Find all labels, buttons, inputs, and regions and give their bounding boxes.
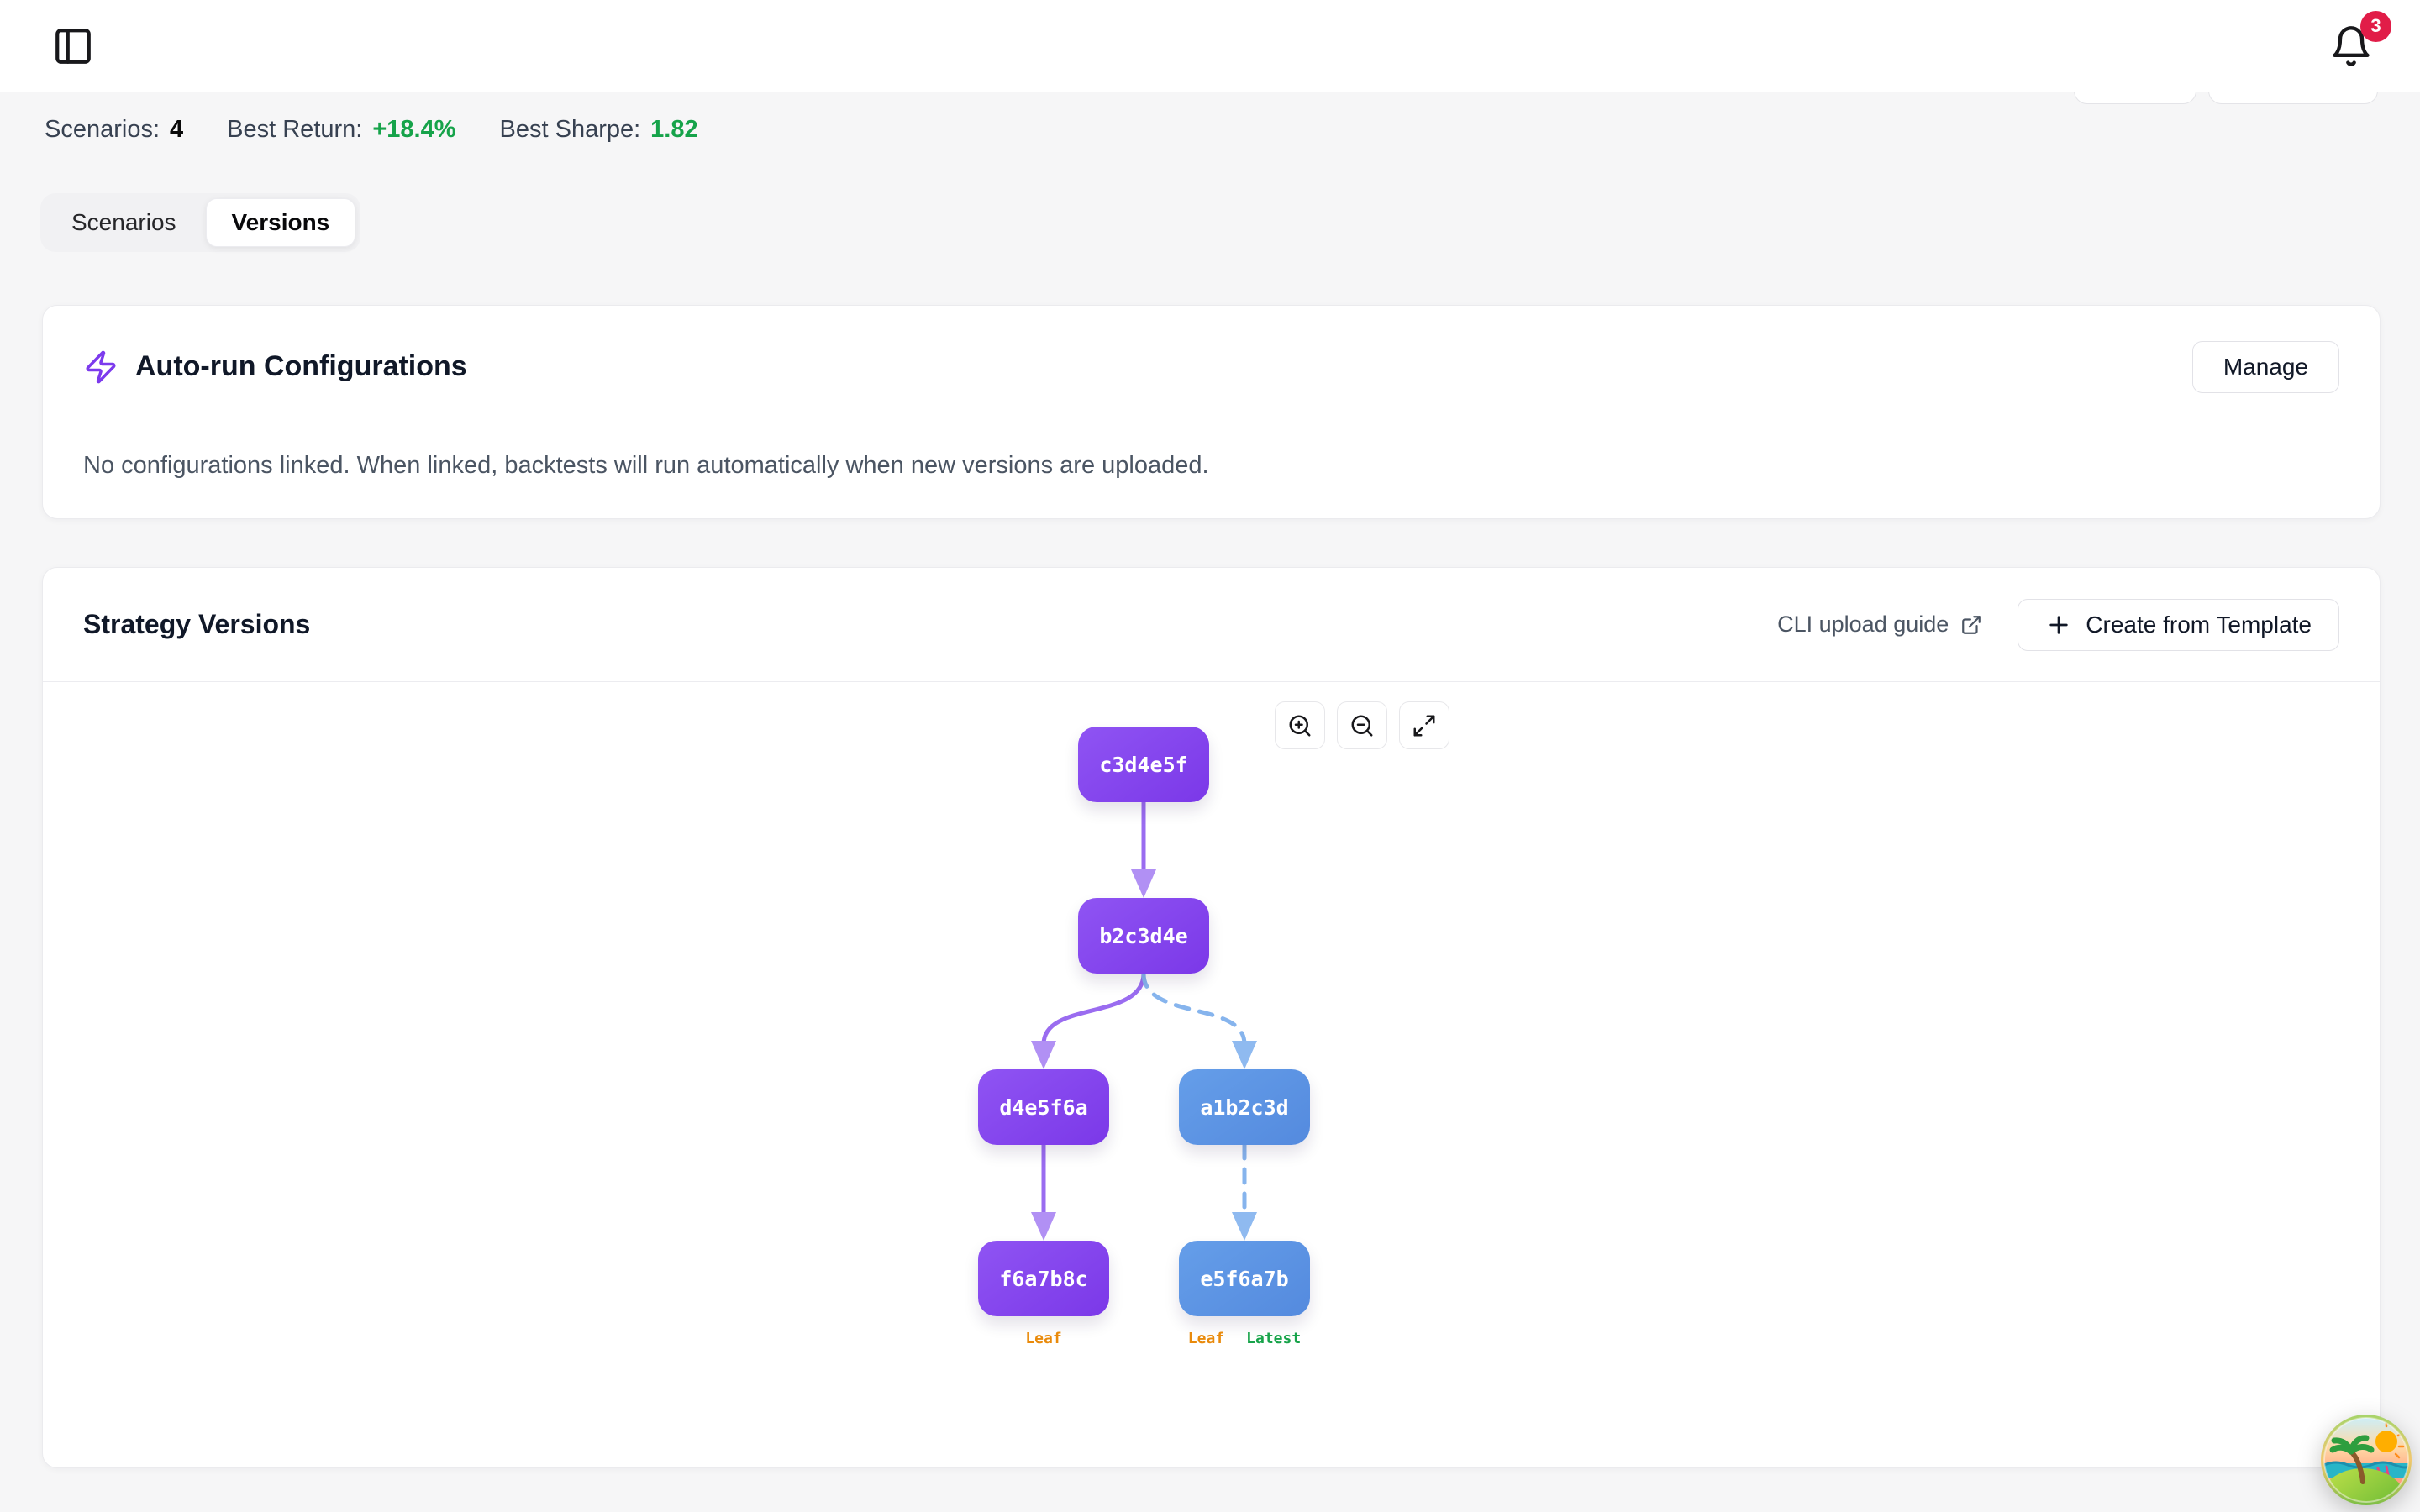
zoom-in-button[interactable] bbox=[1275, 701, 1325, 749]
manage-button[interactable]: Manage bbox=[2191, 340, 2339, 393]
external-link-icon bbox=[1960, 614, 1982, 636]
arrowhead-d4e5f6a-f6a7b8c bbox=[1031, 1212, 1056, 1241]
version-node-e5f6a7b[interactable]: e5f6a7b bbox=[1179, 1241, 1310, 1316]
zoom-in-icon bbox=[1287, 713, 1313, 738]
version-node-b2c3d4e[interactable]: b2c3d4e bbox=[1078, 898, 1209, 974]
scenarios-label: Scenarios: bbox=[45, 116, 160, 143]
island-emoji-button[interactable] bbox=[2317, 1411, 2415, 1509]
expand-button[interactable] bbox=[1399, 701, 1449, 749]
arrowhead-c3d4e5f-b2c3d4e bbox=[1131, 869, 1156, 898]
strategy-versions-card: Strategy Versions CLI upload guide Crea bbox=[42, 567, 2381, 1468]
create-from-template-button[interactable]: Create from Template bbox=[2018, 598, 2339, 651]
latest-badge: Latest bbox=[1246, 1330, 1302, 1347]
version-node-f6a7b8c[interactable]: f6a7b8c bbox=[978, 1241, 1109, 1316]
best-sharpe-stat: Best Sharpe: 1.82 bbox=[500, 116, 698, 144]
node-badges-e5f6a7b: Leaf Latest bbox=[1188, 1330, 1301, 1347]
tab-versions[interactable]: Versions bbox=[205, 198, 356, 247]
panel-left-icon bbox=[52, 25, 94, 67]
plus-icon bbox=[2045, 612, 2072, 638]
bell-icon bbox=[2329, 24, 2373, 68]
edge-b2c3d4e-a1b2c3d bbox=[1141, 971, 1247, 1047]
leaf-badge: Leaf bbox=[1187, 1330, 1225, 1347]
version-node-a1b2c3d[interactable]: a1b2c3d bbox=[1179, 1069, 1310, 1145]
arrowhead-b2c3d4e-d4e5f6a bbox=[1031, 1041, 1056, 1069]
versions-card-title: Strategy Versions bbox=[83, 609, 311, 639]
notifications-button[interactable]: 3 bbox=[2329, 10, 2391, 68]
node-badges-f6a7b8c: Leaf bbox=[1025, 1330, 1061, 1347]
zoom-out-icon bbox=[1349, 713, 1375, 738]
scenarios-value: 4 bbox=[170, 116, 184, 143]
best-return-stat: Best Return: +18.4% bbox=[227, 116, 455, 144]
notification-count-badge: 3 bbox=[2360, 10, 2391, 42]
zap-icon bbox=[83, 349, 118, 385]
version-node-d4e5f6a[interactable]: d4e5f6a bbox=[978, 1069, 1109, 1145]
versions-header-actions: CLI upload guide Create from Template bbox=[1777, 598, 2339, 651]
best-sharpe-value: 1.82 bbox=[650, 116, 698, 143]
sidebar-toggle-button[interactable] bbox=[52, 25, 94, 67]
autorun-card-header: Auto-run Configurations Manage bbox=[43, 306, 2380, 428]
create-from-template-label: Create from Template bbox=[2086, 611, 2312, 638]
summary-stats-row: Scenarios: 4 Best Return: +18.4% Best Sh… bbox=[45, 116, 698, 144]
leaf-badge: Leaf bbox=[1025, 1330, 1062, 1347]
arrowhead-a1b2c3d-e5f6a7b bbox=[1232, 1212, 1257, 1241]
expand-icon bbox=[1412, 713, 1437, 738]
best-return-label: Best Return: bbox=[227, 116, 363, 143]
best-sharpe-label: Best Sharpe: bbox=[499, 116, 641, 143]
autorun-card-title: Auto-run Configurations bbox=[135, 350, 467, 382]
cli-upload-guide-link[interactable]: CLI upload guide bbox=[1777, 612, 1982, 638]
island-emoji bbox=[2317, 1411, 2415, 1509]
edge-b2c3d4e-d4e5f6a bbox=[1041, 971, 1146, 1047]
top-bar: 3 bbox=[0, 0, 2420, 92]
tree-zoom-controls bbox=[1275, 701, 1449, 749]
cli-upload-guide-label: CLI upload guide bbox=[1777, 612, 1949, 637]
scenarios-stat: Scenarios: 4 bbox=[45, 116, 183, 144]
autorun-empty-text: No configurations linked. When linked, b… bbox=[83, 452, 1209, 479]
versions-card-header: Strategy Versions CLI upload guide Crea bbox=[43, 568, 2380, 682]
version-node-c3d4e5f[interactable]: c3d4e5f bbox=[1078, 727, 1209, 802]
arrowhead-b2c3d4e-a1b2c3d bbox=[1232, 1041, 1257, 1069]
best-return-value: +18.4% bbox=[372, 116, 456, 143]
zoom-out-button[interactable] bbox=[1337, 701, 1387, 749]
autorun-configurations-card: Auto-run Configurations Manage No config… bbox=[42, 305, 2381, 519]
tab-scenarios[interactable]: Scenarios bbox=[45, 198, 203, 247]
